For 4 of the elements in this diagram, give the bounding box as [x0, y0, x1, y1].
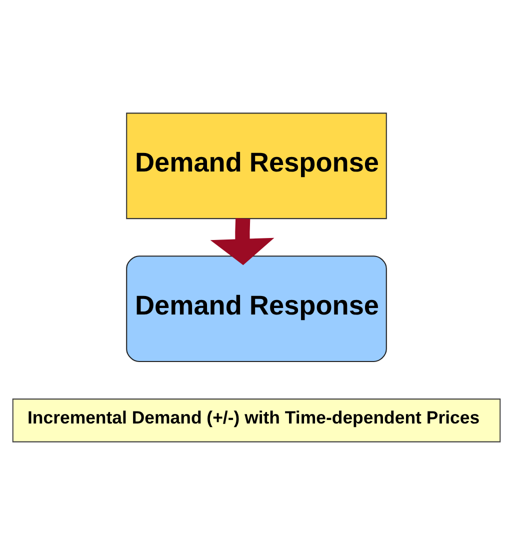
arrow: [210, 218, 274, 266]
node-box: Incremental Demand (+/-) with Time-dependent Prices: [12, 398, 501, 442]
node-box: Demand Response: [126, 256, 387, 362]
node-box: Demand Response: [126, 112, 387, 220]
